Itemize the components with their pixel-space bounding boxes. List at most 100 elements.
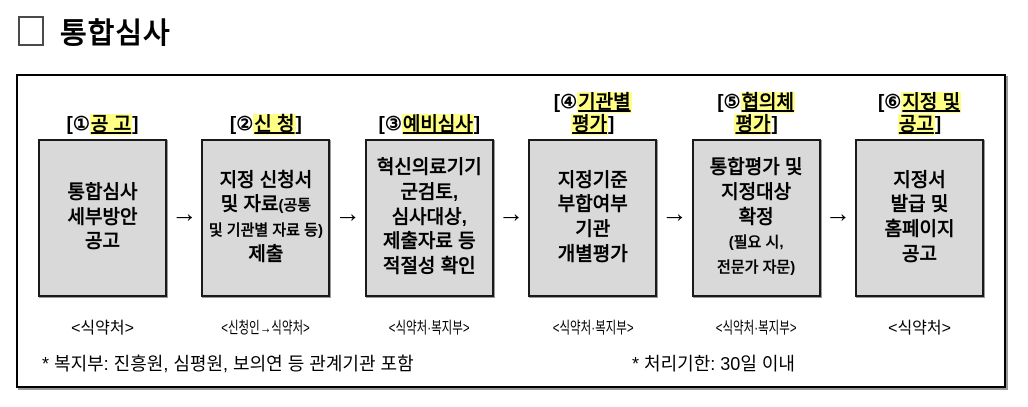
checkbox-square-icon [18,16,44,46]
step-header-text: [④ [553,92,578,114]
step-box-text: 부합여부 [557,194,628,216]
step-header-highlight: 협의체 [740,92,796,114]
step-box-text: 통합평가 및 [709,157,803,179]
step-agency: <식약처·복지부> [552,320,634,337]
arrow-right-icon: → [334,198,361,228]
step-box-line: (필요 시, [729,230,784,255]
step-header-highlight: 신 청 [253,114,296,136]
step-box-text: 지정서 [893,169,946,191]
step-box-line: 및 기관별 자료 등) [209,218,323,243]
step-box-text: 심사대상, [391,206,467,228]
step-box-line: 지정기준 [558,169,628,194]
step-box-line: 적절성 확인 [383,255,476,280]
step-agency: <신청인→식약처> [221,320,311,337]
step-header-text: [② [229,114,254,136]
step-header-line: 평가] [734,114,778,136]
step-header-text: ] [473,114,481,136]
step-agency: <식약처> [888,320,951,337]
step-box-text: 및 기관별 자료 등) [208,222,323,239]
step-box-text: 지정 신청서 [219,169,313,191]
step-header-line: [⑤협의체 [717,92,796,114]
page-title: 통합심사 [18,10,171,52]
step-header-highlight: 예비심사 [401,114,474,136]
arrow-right-icon: → [824,198,851,228]
step-box-line: 기관 [575,218,610,243]
step-header-line: 공고] [897,114,942,136]
step-box-line: 및 자료(공통 [221,193,311,218]
step-box-line: 부합여부 [558,193,628,218]
step-box-line: 공고 [85,230,120,255]
step-box-line: 제출자료 등 [383,230,476,255]
step-box-text: 제출 [248,243,284,265]
step-box-line: 심사대상, [392,206,467,231]
arrow-right-icon: → [661,198,688,228]
step-box-line: 공고 [902,243,937,268]
step-header-line: [③예비심사] [379,114,481,136]
step-header-line: 평가] [571,114,614,136]
step-header-highlight: 기관별 [577,92,632,114]
step-box-text: 발급 및 [890,194,949,216]
step-header-text: ] [608,114,615,136]
step-box-text: 지정대상 [721,181,792,203]
step-header-text: ] [934,114,942,136]
step-box-line: 지정 신청서 [220,169,313,194]
page-title-text: 통합심사 [60,18,171,50]
step-box-text: 확정 [738,206,774,228]
step-agency: <식약처·복지부> [715,320,797,337]
step-header-highlight: 평가 [571,114,609,136]
step-box-text: 적절성 확인 [382,256,476,278]
step-box-line: 전문가 자문) [717,255,795,280]
step-box-text: 기관 [575,219,611,240]
step-header-line: [①공 고] [66,114,138,136]
step-box-text: (공통 [278,197,312,215]
step-header-text: [⑥ [877,92,902,114]
step-box-text: 전문가 자문) [717,259,796,277]
step-box-line: 제출 [248,243,283,268]
step-header: [③예비심사] [379,86,481,139]
step-box-line: 혁신의료기기 [377,156,482,181]
step-box-line: 통합심사 [68,181,138,206]
step-box-text: 지정기준 [557,169,628,191]
step-box-text: 홈페이지 [884,219,955,240]
step-header-text: [⑤ [717,92,741,114]
step-header-line: [④기관별 [554,92,632,114]
step-header-highlight: 지정 및 [901,92,962,114]
step-header-line: [⑥지정 및 [877,92,962,114]
step-header-line: [②신 청] [230,114,302,136]
step-header-text: [① [66,114,90,136]
step-box-line: 통합평가 및 [710,156,803,181]
step-header-highlight: 공 고 [89,114,133,136]
footnote-left: * 복지부: 진흥원, 심평원, 보의연 등 관계기관 포함 [42,354,414,374]
arrow-right-icon: → [171,198,198,228]
footnote-right: * 처리기한: 30일 이내 [632,354,795,374]
step-header-text: ] [295,114,302,136]
step-box-text: 군검토, [400,181,459,203]
step-box-line: 홈페이지 [885,218,955,243]
step-box-line: 지정서 [893,169,945,194]
step-box-text: 공고 [902,243,938,265]
step-header: [①공 고] [66,86,138,139]
step-box-line: 확정 [739,206,774,231]
step-agency: <식약처> [71,320,134,337]
step-box-line: 발급 및 [891,193,949,218]
step-box-text: (필요 시, [728,234,784,252]
footnote-row: * 복지부: 진흥원, 심평원, 보의연 등 관계기관 포함 * 처리기한: 3… [38,350,984,382]
arrow-right-icon: → [498,198,525,228]
step-box-line: 지정대상 [721,181,791,206]
step-box-text: 및 자료 [220,194,279,216]
step-agency: <식약처·복지부> [388,320,470,337]
step-header-text: ] [771,114,778,136]
